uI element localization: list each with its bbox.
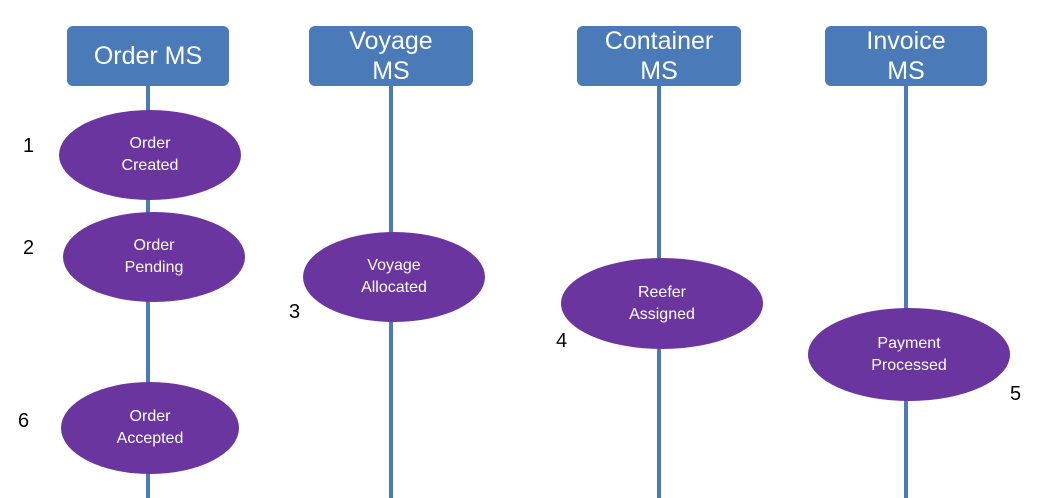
- event-order-pending: Order Pending: [63, 212, 245, 302]
- order-ms-header: Order MS: [67, 26, 229, 86]
- event-payment-processed: Payment Processed: [808, 308, 1010, 401]
- step-number-1: 1: [23, 135, 35, 157]
- event-order-accepted: Order Accepted: [61, 382, 239, 474]
- voyage-ms-label: Voyage MS: [349, 27, 433, 85]
- invoice-ms-label: Invoice MS: [866, 27, 946, 85]
- step-number-3: 3: [289, 301, 301, 323]
- event-order-pending-label: Order Pending: [124, 237, 184, 276]
- event-reefer-assigned: Reefer Assigned: [561, 258, 763, 349]
- event-order-created: Order Created: [59, 110, 241, 200]
- event-reefer-assigned-label: Reefer Assigned: [629, 283, 695, 323]
- event-order-created-label: Order Created: [121, 135, 179, 174]
- invoice-ms-header: Invoice MS: [825, 26, 987, 86]
- event-payment-processed-label: Payment Processed: [871, 334, 947, 374]
- event-voyage-allocated: Voyage Allocated: [303, 232, 485, 322]
- step-number-5: 5: [1010, 383, 1022, 405]
- event-order-accepted-label: Order Accepted: [116, 408, 184, 447]
- order-ms-label: Order MS: [93, 42, 203, 70]
- step-number-2: 2: [23, 237, 35, 259]
- step-number-6: 6: [18, 410, 30, 432]
- invoice-ms-lifeline: [904, 80, 908, 498]
- container-ms-label: Container MS: [604, 27, 714, 85]
- voyage-ms-header: Voyage MS: [309, 26, 473, 86]
- event-voyage-allocated-label: Voyage Allocated: [361, 257, 427, 296]
- container-ms-header: Container MS: [577, 26, 741, 86]
- step-number-4: 4: [556, 330, 568, 352]
